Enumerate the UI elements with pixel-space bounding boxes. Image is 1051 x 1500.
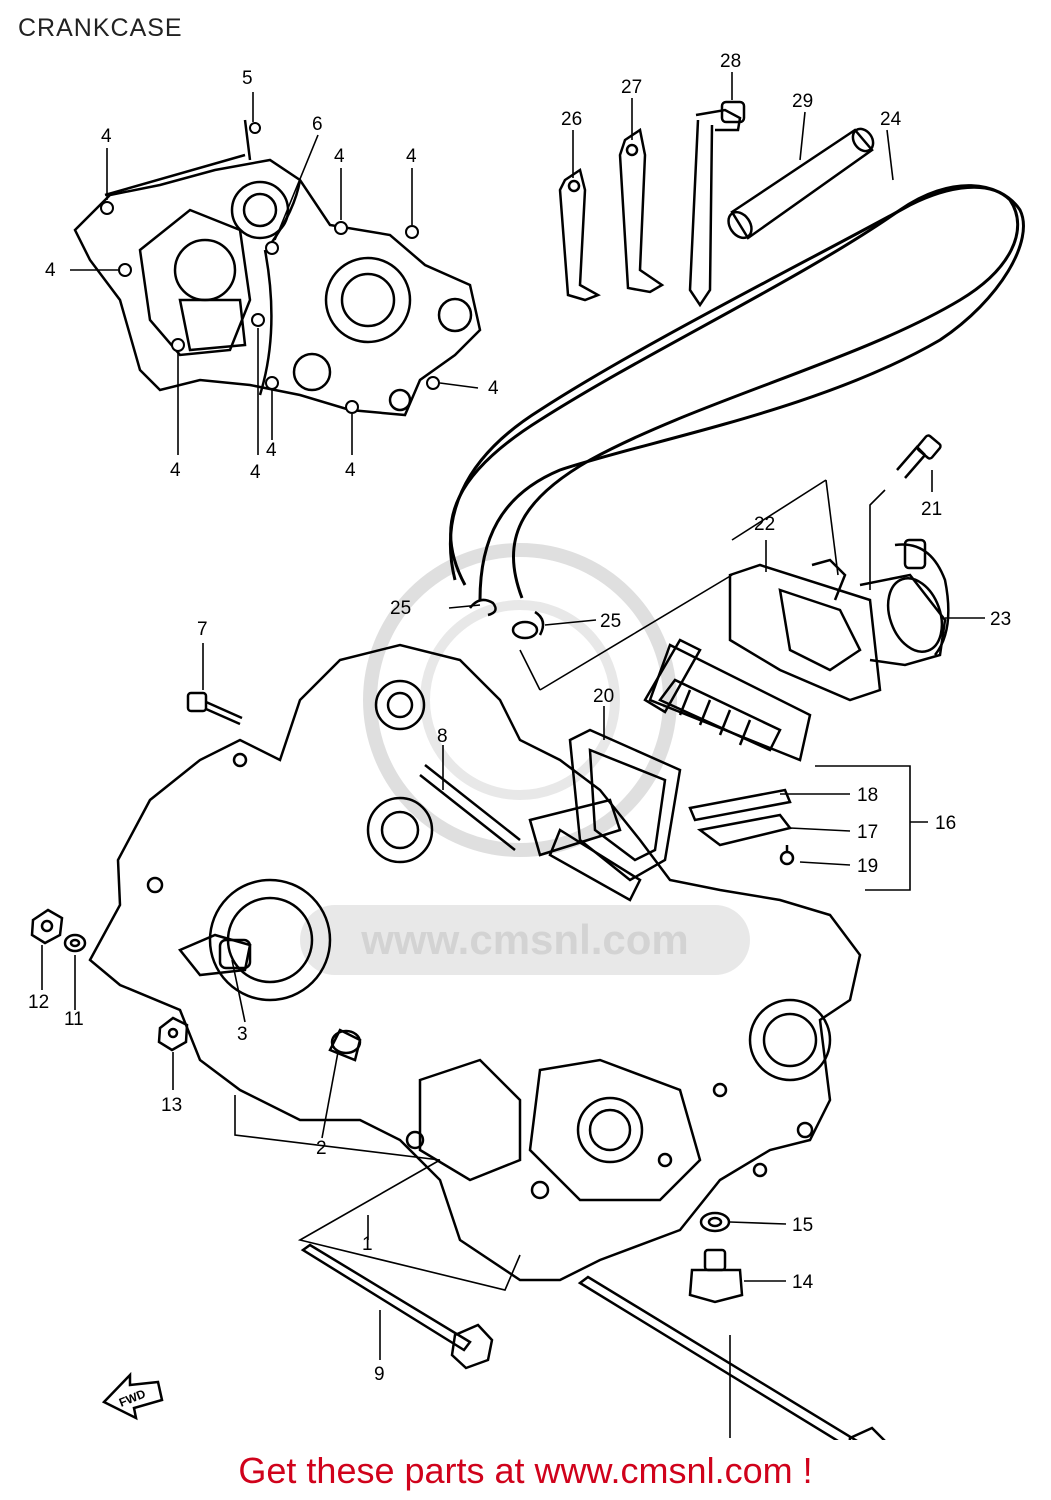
callout-4: 4 (250, 462, 261, 483)
callout-14: 14 (792, 1272, 814, 1293)
bolt-holes-upper (100, 122, 440, 414)
o-ring-2 (330, 1029, 362, 1055)
stud-bolt-10 (577, 1275, 886, 1440)
diagram-title: CRANKCASE (18, 14, 183, 42)
watermark-text: www.cmsnl.com (360, 916, 689, 963)
callout-7: 7 (197, 619, 208, 640)
callout-25: 25 (600, 611, 621, 632)
callout-26: 26 (561, 109, 582, 130)
drain-plug-14 (688, 1248, 744, 1304)
vent-pipe-28 (688, 100, 746, 308)
callout-17: 17 (857, 822, 878, 843)
callout-3: 3 (237, 1024, 248, 1045)
callout-16: 16 (935, 813, 956, 834)
watermark: www.cmsnl.com (300, 543, 750, 975)
stud-bolt-9 (300, 1243, 494, 1370)
reed-17 (696, 813, 793, 847)
fwd-arrow-icon: FWD (101, 1371, 164, 1421)
callout-4: 4 (266, 440, 277, 461)
callout-4: 4 (170, 460, 181, 481)
callout-12: 12 (28, 992, 49, 1013)
callout-11: 11 (64, 1009, 84, 1030)
callout-18: 18 (857, 785, 878, 806)
callout-22: 22 (754, 514, 775, 535)
hose-clips-25 (469, 598, 545, 640)
callout-23: 23 (990, 609, 1011, 630)
gasket-20 (568, 728, 682, 882)
callout-4: 4 (101, 126, 112, 147)
washer-15 (699, 1211, 731, 1233)
bolt-21 (896, 434, 942, 479)
crankcase-exploded-diagram: www.cmsnl.com (28, 51, 1025, 1440)
bolt-7 (186, 691, 243, 726)
callout-labels: 5 4 4 6 4 4 4 4 4 4 4 26 27 28 29 24 21 … (28, 51, 1011, 1385)
nut-12 (30, 908, 64, 945)
nut-13 (157, 1016, 189, 1052)
callout-27: 27 (621, 77, 642, 98)
reed-stopper-18 (688, 788, 792, 822)
callout-5: 5 (242, 68, 253, 89)
breather-hose-24 (448, 184, 1025, 601)
callout-24: 24 (880, 109, 902, 130)
callout-25: 25 (390, 598, 411, 619)
callout-8: 8 (437, 726, 448, 747)
intake-pipe-22 (728, 558, 947, 702)
callout-4: 4 (334, 146, 345, 167)
washer-11 (63, 933, 87, 953)
callout-4: 4 (406, 146, 417, 167)
crankcase-assembly (88, 643, 862, 1282)
crankcase-half-left-view (73, 119, 482, 417)
callout-6: 6 (312, 114, 323, 135)
hose-29 (727, 127, 875, 240)
callout-4: 4 (345, 460, 356, 481)
clamp-23 (894, 538, 950, 656)
callout-20: 20 (593, 686, 614, 707)
screw-19 (779, 845, 795, 866)
callout-28: 28 (720, 51, 741, 72)
bracket-27 (618, 127, 665, 294)
callout-21: 21 (921, 499, 942, 520)
callout-9: 9 (374, 1364, 385, 1385)
callout-1: 1 (362, 1234, 373, 1255)
callout-19: 19 (857, 856, 878, 877)
leader-lines (41, 72, 985, 1438)
callout-15: 15 (792, 1215, 813, 1236)
callout-4: 4 (45, 260, 56, 281)
callout-29: 29 (792, 91, 813, 112)
reed-valve-16 (643, 638, 812, 762)
footer-link-text[interactable]: Get these parts at www.cmsnl.com ! (238, 1450, 813, 1491)
callout-4: 4 (488, 378, 499, 399)
bracket-26 (558, 167, 601, 302)
callout-13: 13 (161, 1095, 182, 1116)
callout-2: 2 (316, 1138, 327, 1159)
